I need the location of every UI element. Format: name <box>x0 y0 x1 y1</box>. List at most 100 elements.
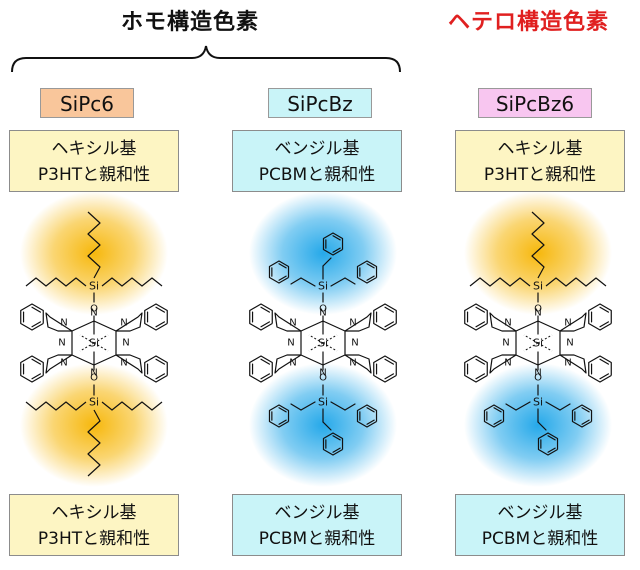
nitrogen-atom-label: N <box>566 338 573 349</box>
nitrogen-atom-label: N <box>122 338 129 349</box>
double-bond <box>547 435 556 441</box>
nitrogen-atom-label: N <box>504 318 511 329</box>
bond <box>330 277 346 287</box>
benzo-ring <box>144 303 168 331</box>
double-bond <box>278 407 287 413</box>
double-bond <box>278 419 287 425</box>
coordination-bond <box>537 334 553 344</box>
nitrogen-atom-label: N <box>90 308 97 319</box>
double-bond <box>31 321 42 328</box>
double-bond <box>278 263 287 269</box>
hexyl-glow <box>20 191 168 315</box>
double-bond <box>384 306 395 313</box>
coordination-bond <box>537 342 553 352</box>
double-bond <box>384 373 395 380</box>
silicon-atom-label: Si <box>318 396 328 409</box>
double-bond <box>278 275 287 281</box>
nitrogen-atom-label: N <box>58 338 65 349</box>
substituent-box-top-sipc6: ヘキシル基 P3HTと親和性 <box>9 130 179 192</box>
substituent-box-bottom-sipcbz: ベンジル基 PCBMと親和性 <box>232 494 402 556</box>
oxygen-atom-label: O <box>319 304 327 315</box>
phenyl-ring <box>268 260 290 284</box>
name-label-sipcbz6: SiPcBz6 <box>478 88 592 118</box>
isoindole-ring <box>274 312 302 332</box>
benzo-ring <box>373 355 397 383</box>
benzo-ring <box>464 355 488 383</box>
hexyl-chain <box>101 401 163 411</box>
nitrogen-atom-label: N <box>534 368 541 379</box>
nitrogen-atom-label: N <box>534 308 541 319</box>
hexyl-chain <box>87 211 101 279</box>
phenyl-ring <box>322 232 344 256</box>
phenyl-ring <box>483 404 505 428</box>
silicon-atom-label: Si <box>533 396 543 409</box>
benzo-ring <box>20 303 44 331</box>
bond <box>559 403 571 411</box>
benzo-ring <box>249 303 273 331</box>
double-bond <box>599 358 610 365</box>
hexyl-chain <box>545 277 607 287</box>
nitrogen-atom-label: N <box>60 318 67 329</box>
benzo-ring <box>588 355 612 383</box>
isoindole-ring <box>489 312 517 332</box>
oxygen-atom-label: O <box>90 373 98 384</box>
nitrogen-atom-label: N <box>349 318 356 329</box>
phenyl-ring <box>322 432 344 456</box>
nitrogen-atom-label: N <box>90 368 97 379</box>
benzo-ring <box>373 303 397 331</box>
double-bond <box>31 358 42 365</box>
phenyl-ring <box>537 432 559 456</box>
coordination-bond <box>93 342 109 352</box>
bond <box>545 401 561 411</box>
silicon-atom-label: Si <box>533 280 543 293</box>
bond <box>300 401 316 411</box>
double-bond <box>493 419 502 425</box>
isoindole-ring <box>274 354 302 374</box>
nitrogen-atom-label: N <box>349 358 356 369</box>
bond <box>344 403 356 411</box>
coordination-bond <box>523 342 539 352</box>
hexyl-chain <box>87 409 101 477</box>
nitrogen-atom-label: N <box>504 358 511 369</box>
oxygen-atom-label: O <box>534 373 542 384</box>
coordination-bond <box>322 342 338 352</box>
affinity-text: PCBMと親和性 <box>258 529 376 549</box>
affinity-text: P3HTと親和性 <box>483 165 597 185</box>
bond <box>322 257 332 267</box>
substituent-name: ヘキシル基 <box>51 139 137 159</box>
double-bond <box>475 373 486 380</box>
bond <box>300 277 316 287</box>
isoindole-ring <box>559 354 587 374</box>
substituent-name: ベンジル基 <box>274 139 360 159</box>
coordination-bond <box>308 334 324 344</box>
silicon-atom-label: Si <box>89 280 99 293</box>
double-bond <box>493 407 502 413</box>
hexyl-chain <box>469 277 531 287</box>
double-bond <box>155 358 166 365</box>
double-bond <box>599 321 610 328</box>
coordination-bond <box>79 342 95 352</box>
double-bond <box>155 306 166 313</box>
isoindole-ring <box>115 354 143 374</box>
double-bond <box>366 419 375 425</box>
affinity-text: P3HTと親和性 <box>37 529 151 549</box>
nitrogen-atom-label: N <box>289 318 296 329</box>
benzo-ring <box>20 355 44 383</box>
substituent-box-bottom-sipcbz6: ベンジル基 PCBMと親和性 <box>455 494 625 556</box>
benzyl-glow <box>249 191 397 315</box>
silicon-atom-label: Si <box>89 337 99 350</box>
bond <box>330 401 346 411</box>
benzo-ring <box>144 355 168 383</box>
oxygen-atom-label: O <box>319 373 327 384</box>
isoindole-ring <box>489 354 517 374</box>
substituent-box-top-sipcbz6: ヘキシル基 P3HTと親和性 <box>455 130 625 192</box>
double-bond <box>260 358 271 365</box>
hexyl-chain <box>101 277 163 287</box>
double-bond <box>332 447 341 453</box>
nitrogen-atom-label: N <box>319 308 326 319</box>
nitrogen-atom-label: N <box>60 358 67 369</box>
name-label-sipcbz: SiPcBz <box>268 88 372 118</box>
bond <box>322 421 332 431</box>
double-bond <box>155 373 166 380</box>
